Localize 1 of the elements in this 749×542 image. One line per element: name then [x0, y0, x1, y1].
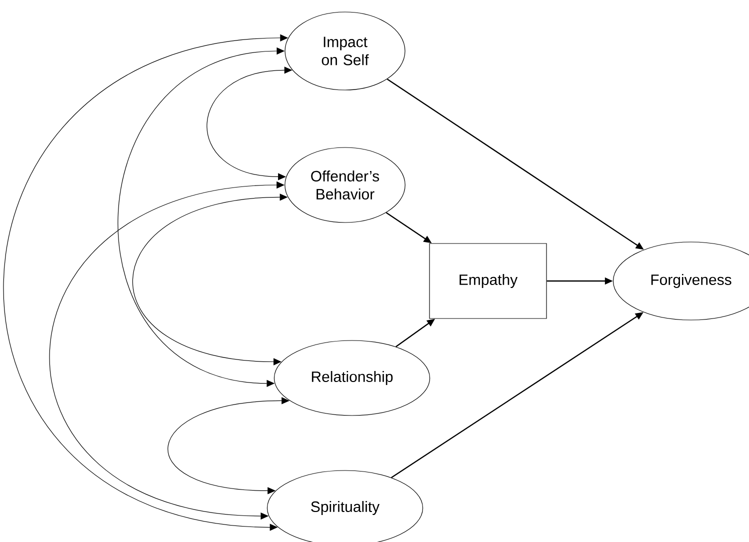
process-box: Empathy	[429, 243, 547, 319]
